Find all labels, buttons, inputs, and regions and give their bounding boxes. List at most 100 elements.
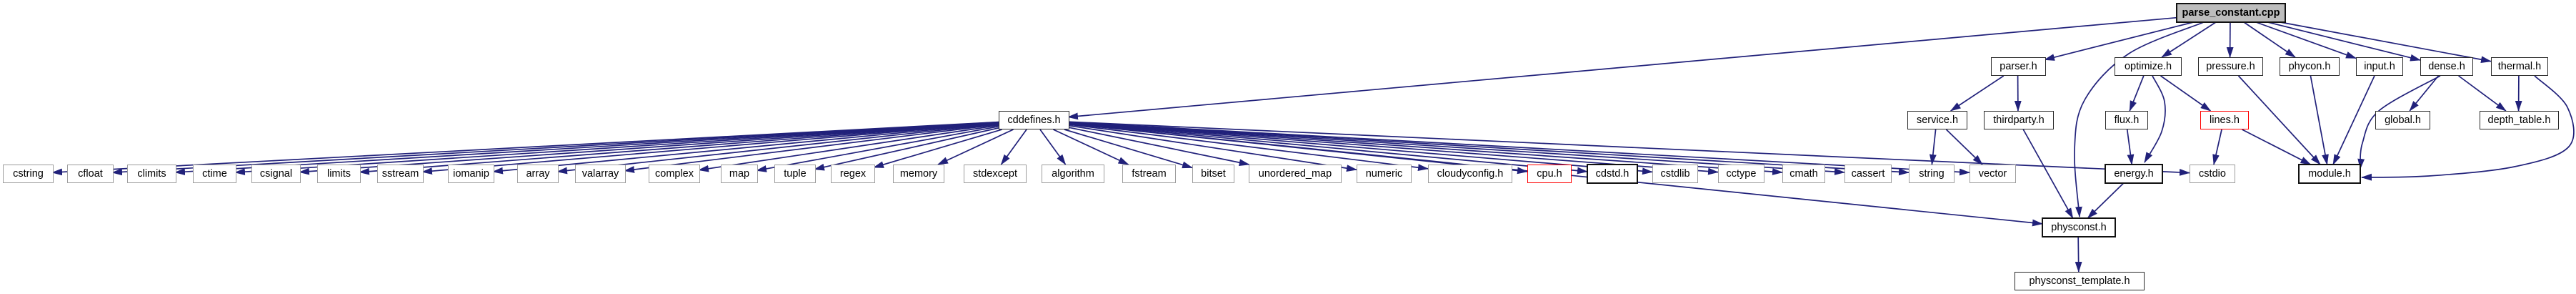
edge-cddefines_h-to-complex (698, 124, 999, 172)
edge-parser_h-to-service_h (1950, 75, 2005, 112)
edge-cddefines_h-to-ctime (234, 122, 999, 176)
edge-cddefines_h-to-stdexcept (1000, 129, 1027, 165)
node-climits: climits (127, 165, 176, 183)
edge-dense_h-to-module_h (2357, 75, 2441, 170)
node-unordered-map: unordered_map (1249, 165, 1342, 183)
node-map: map (721, 165, 758, 183)
node-stdexcept: stdexcept (964, 165, 1027, 183)
node-physconst-h[interactable]: physconst.h (2042, 217, 2116, 237)
edge-pressure_h-to-module_h (2237, 75, 2321, 165)
node-vector: vector (1970, 165, 2016, 183)
edge-input_h-to-module_h (2332, 75, 2375, 165)
edge-flux_h-to-energy_h (2126, 129, 2135, 165)
node-thirdparty-h[interactable]: thirdparty.h (1984, 111, 2054, 129)
edge-optimize_h-to-lines_h (2160, 75, 2212, 112)
node-flux-h[interactable]: flux.h (2105, 111, 2148, 129)
node-parser-h[interactable]: parser.h (1991, 57, 2046, 76)
node-cfloat: cfloat (67, 165, 114, 183)
edge-cddefines_h-to-valarray (624, 124, 999, 173)
edge-cddefines_h-to-cstdlib (1067, 122, 1653, 175)
edge-energy_h-to-physconst_h (2087, 182, 2125, 219)
edge-parse_constant_cpp-to-optimize_h (2161, 21, 2217, 58)
node-lines-h[interactable]: lines.h (2200, 111, 2249, 129)
edge-thermal_h-to-module_h (2361, 75, 2575, 181)
node-physconst-template-h[interactable]: physconst_template.h (2015, 272, 2145, 290)
edge-cddefines_h-to-cloudyconfig_h (1067, 124, 1429, 172)
node-phycon-h[interactable]: phycon.h (2280, 57, 2340, 76)
node-limits: limits (317, 165, 361, 183)
edge-cddefines_h-to-limits (359, 122, 999, 175)
node-numeric: numeric (1357, 165, 1412, 183)
node-complex: complex (649, 165, 700, 183)
edge-optimize_h-to-energy_h (2144, 75, 2166, 163)
node-array: array (517, 165, 559, 183)
edge-cddefines_h-to-regex (873, 129, 1002, 168)
node-string: string (1909, 165, 1955, 183)
edge-parse_constant_cpp-to-parser_h (2044, 21, 2194, 61)
edge-parse_constant_cpp-to-physconst_h (2074, 21, 2205, 217)
edge-cddefines_h-to-iomanip (492, 122, 999, 175)
edge-cddefines_h-to-map (756, 125, 999, 172)
node-valarray: valarray (575, 165, 626, 183)
edge-cddefines_h-to-algorithm (1039, 129, 1067, 165)
edge-dense_h-to-global_h (2409, 75, 2439, 112)
node-global-h[interactable]: global.h (2375, 111, 2430, 129)
edge-thirdparty_h-to-physconst_h (2022, 129, 2074, 219)
edge-cddefines_h-to-tuple (814, 127, 999, 171)
node-ctime: ctime (193, 165, 236, 183)
edge-cddefines_h-to-bitset (1064, 129, 1193, 169)
edge-cddefines_h-to-string (1067, 122, 1909, 176)
edge-lines_h-to-cstdio (2212, 129, 2222, 165)
node-algorithm: algorithm (1042, 165, 1104, 183)
node-cstdio: cstdio (2190, 165, 2235, 183)
edge-service_h-to-string (1929, 129, 1937, 165)
node-cloudyconfig-h: cloudyconfig.h (1428, 165, 1512, 183)
edge-parse_constant_cpp-to-input_h (2255, 21, 2357, 59)
edge-cddefines_h-to-climits (174, 122, 999, 176)
node-optimize-h[interactable]: optimize.h (2115, 57, 2182, 76)
node-cctype: cctype (1718, 165, 1764, 183)
edge-optimize_h-to-flux_h (2129, 75, 2145, 112)
node-parse-constant-cpp: parse_constant.cpp (2176, 3, 2286, 23)
edge-cddefines_h-to-csignal (299, 122, 999, 175)
node-cassert: cassert (1844, 165, 1892, 183)
node-service-h[interactable]: service.h (1907, 111, 1967, 129)
node-tuple: tuple (774, 165, 816, 183)
node-pressure-h[interactable]: pressure.h (2198, 57, 2263, 76)
edge-service_h-to-vector (1945, 129, 1983, 165)
edge-parse_constant_cpp-to-dense_h (2267, 21, 2421, 62)
node-cddefines-h[interactable]: cddefines.h (999, 111, 1069, 129)
node-iomanip: iomanip (448, 165, 494, 183)
node-cstdlib: cstdlib (1652, 165, 1698, 183)
node-sstream: sstream (377, 165, 424, 183)
node-fstream: fstream (1122, 165, 1176, 183)
edge-cddefines_h-to-cstring (51, 121, 999, 176)
edge-cddefines_h-to-cdstd_h (1067, 122, 1588, 175)
node-module-h[interactable]: module.h (2298, 164, 2361, 184)
edge-cddefines_h-to-fstream (1053, 129, 1129, 165)
node-csignal: csignal (251, 165, 301, 183)
node-thermal-h[interactable]: thermal.h (2491, 57, 2548, 76)
edge-cddefines_h-to-sstream (421, 122, 999, 175)
edge-parse_constant_cpp-to-phycon_h (2243, 21, 2296, 58)
node-cpu-h[interactable]: cpu.h (1527, 165, 1572, 183)
node-dense-h[interactable]: dense.h (2420, 57, 2473, 76)
node-input-h[interactable]: input.h (2356, 57, 2403, 76)
edge-cddefines_h-to-numeric (1067, 124, 1357, 172)
edge-cddefines_h-to-cstdio (1067, 121, 2190, 176)
edge-cddefines_h-to-cfloat (111, 121, 999, 176)
node-depth-table-h[interactable]: depth_table.h (2480, 111, 2559, 129)
edge-physconst_h-to-physconst_template_h (2075, 236, 2082, 273)
node-cdstd-h[interactable]: cdstd.h (1587, 164, 1638, 184)
edge-parse_constant_cpp-to-cddefines_h (1067, 16, 2177, 120)
node-cmath: cmath (1782, 165, 1825, 183)
node-energy-h[interactable]: energy.h (2105, 164, 2163, 184)
edge-cddefines_h-to-memory (937, 129, 1014, 165)
edge-parse_constant_cpp-to-thermal_h (2280, 21, 2492, 64)
edge-lines_h-to-module_h (2242, 129, 2312, 165)
edge-cddefines_h-to-cmath (1067, 122, 1783, 175)
node-bitset: bitset (1192, 165, 1234, 183)
edge-cddefines_h-to-cassert (1067, 122, 1845, 175)
